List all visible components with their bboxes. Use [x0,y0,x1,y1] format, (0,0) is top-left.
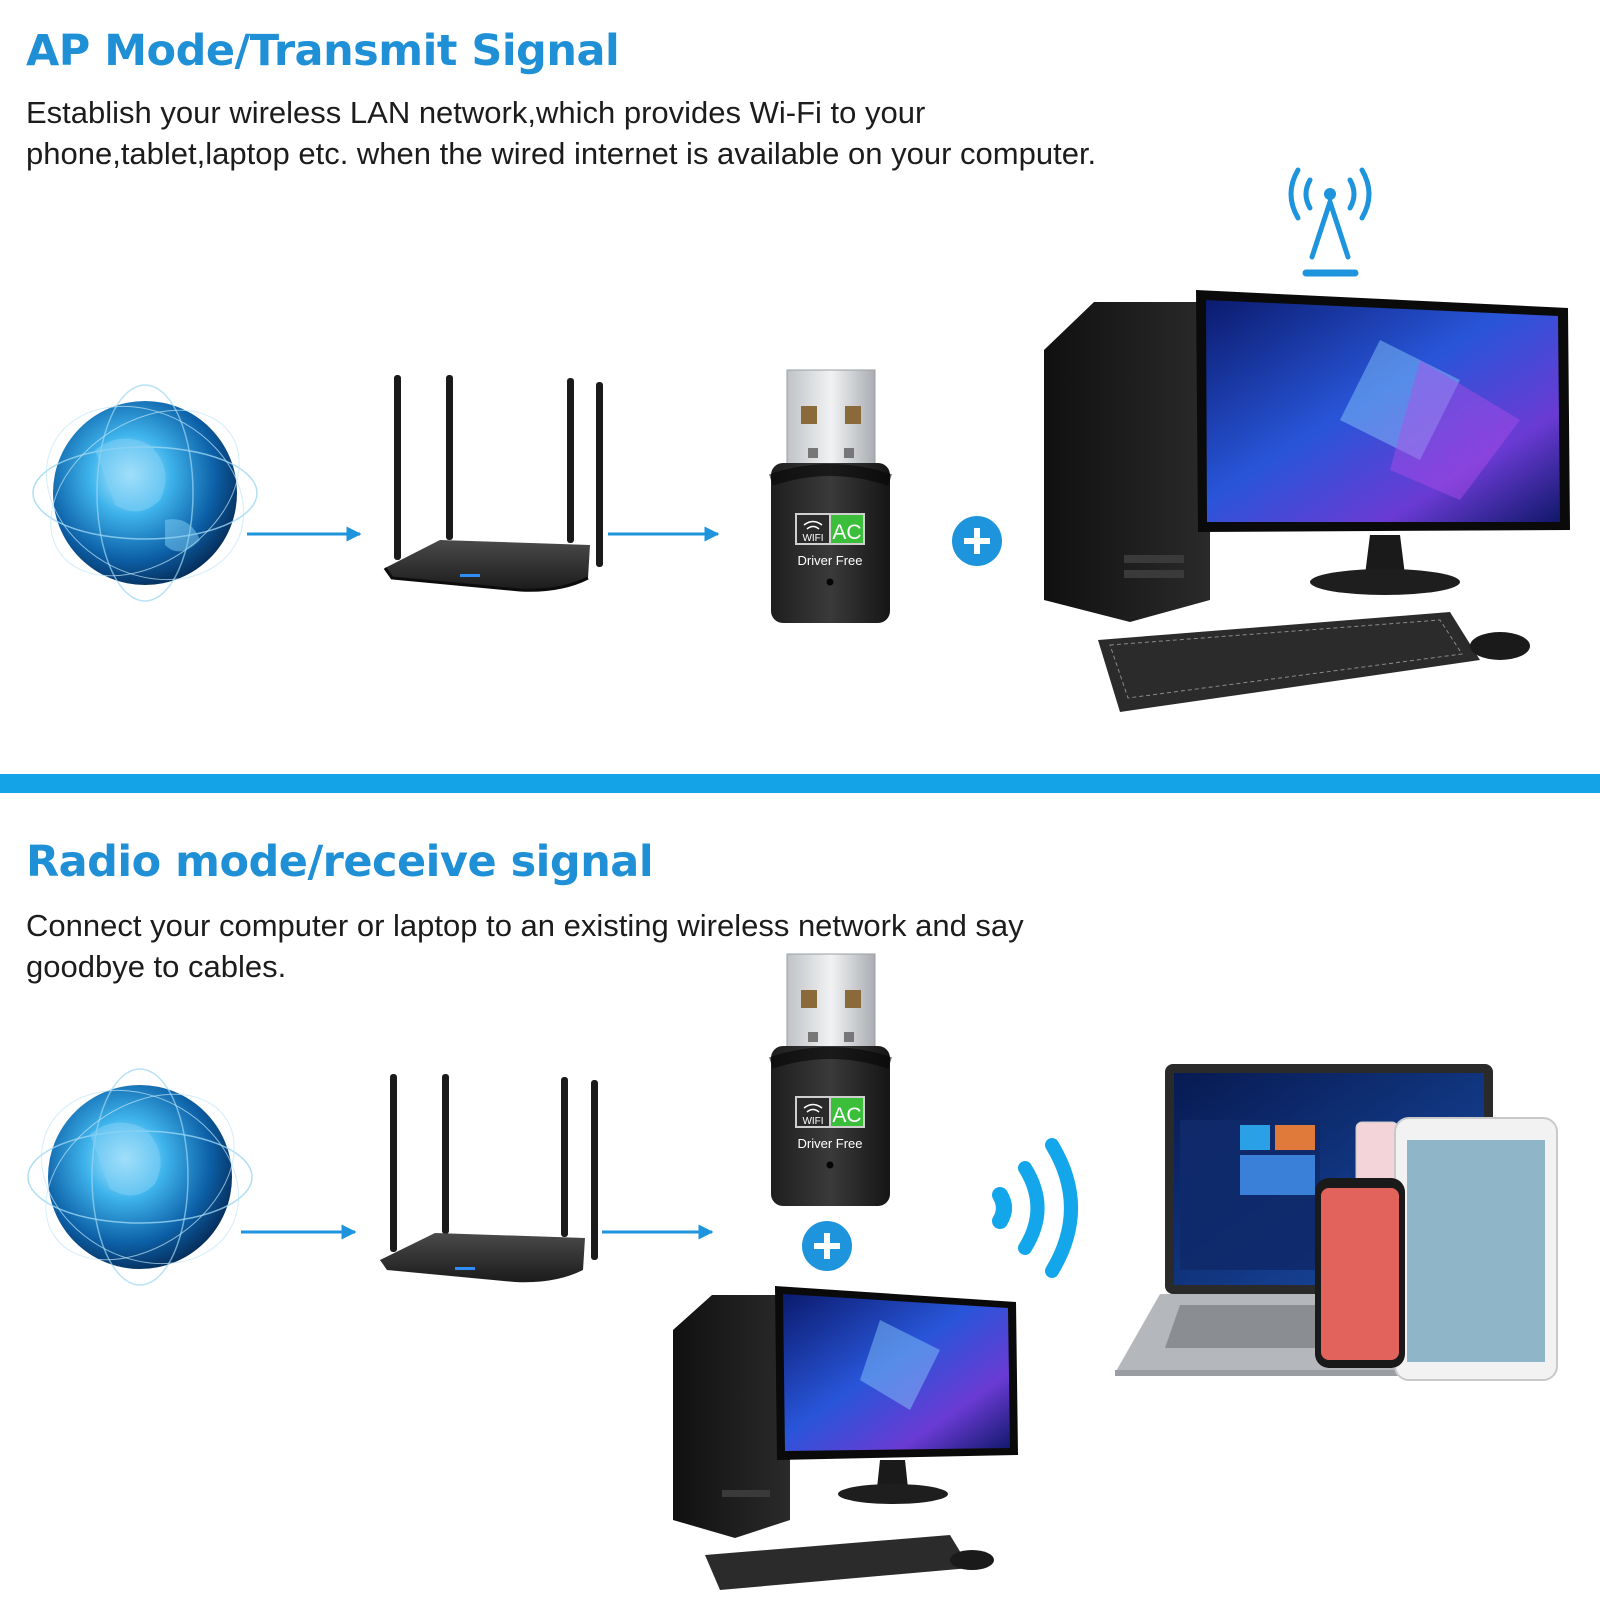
internet-globe-icon-2 [27,1068,253,1286]
radio-mode-description-line-2: goodbye to cables. [26,949,287,984]
adapter-caption-driver-free-2: Driver Free [797,1136,862,1151]
adapter-badge-ac: AC [832,521,861,544]
ap-mode-title: AP Mode/Transmit Signal [26,26,620,76]
plus-icon-2 [802,1221,852,1271]
plus-icon [952,516,1002,566]
adapter-badge-wifi: WIFI [802,533,823,544]
radio-mode-description-line-1: Connect your computer or laptop to an ex… [26,908,1024,943]
adapter-caption-driver-free: Driver Free [797,553,862,568]
broadcast-antenna-icon [1288,167,1372,277]
router-image [383,375,603,592]
desktop-computer-image-2 [673,1286,1018,1590]
usb-wifi-adapter: WIFI AC Driver Free [769,369,892,623]
usb-wifi-adapter-2: WIFI AC Driver Free [769,953,892,1206]
router-image-2 [380,1074,598,1283]
wifi-signal-icon [992,1138,1078,1278]
ap-mode-description-line-2: phone,tablet,laptop etc. when the wired … [26,136,1097,171]
ap-mode-description-line-1: Establish your wireless LAN network,whic… [26,95,926,130]
ap-mode-diagram: WIFI AC Driver Free [32,167,1570,712]
radio-mode-title: Radio mode/receive signal [26,837,654,887]
radio-mode-diagram: WIFI AC Driver Free [27,953,1558,1590]
adapter-badge-ac-2: AC [832,1104,861,1127]
mobile-devices-image [1115,1064,1558,1381]
internet-globe-icon [32,384,258,602]
desktop-computer-image [1044,290,1570,712]
adapter-badge-wifi-2: WIFI [802,1116,823,1127]
section-divider [0,774,1600,793]
